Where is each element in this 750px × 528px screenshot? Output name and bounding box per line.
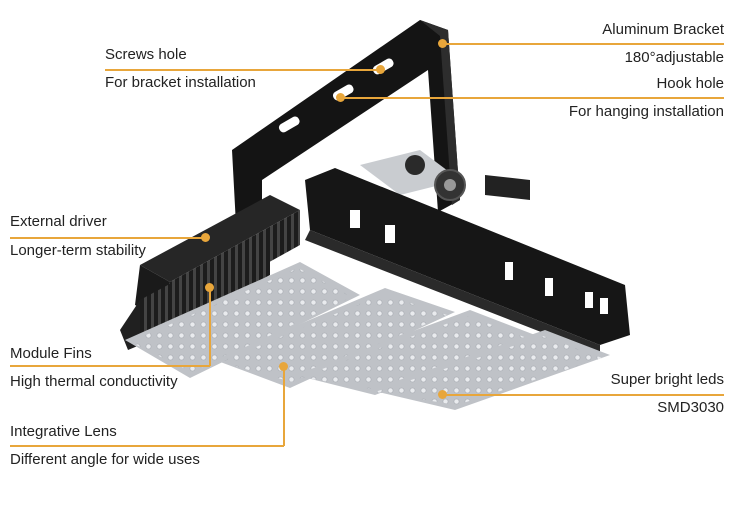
- super-bright-leds-leader: [442, 394, 724, 396]
- integrative-lens-leader-v: [283, 366, 285, 446]
- integrative-lens-modules: [125, 262, 610, 410]
- module-fins-leader-h: [10, 365, 210, 367]
- aluminum-bracket-marker: [438, 39, 447, 48]
- super-bright-leds-marker: [438, 390, 447, 399]
- integrative-lens-marker: [279, 362, 288, 371]
- integrative-lens-title: Integrative Lens: [10, 423, 117, 440]
- aluminum-bracket-title: Aluminum Bracket: [602, 21, 724, 38]
- integrative-lens-detail: Different angle for wide uses: [10, 451, 200, 468]
- aluminum-bracket-detail: 180°adjustable: [624, 49, 724, 66]
- aluminum-bracket-leader: [442, 43, 724, 45]
- external-driver-detail: Longer-term stability: [10, 242, 146, 259]
- module-fins-detail: High thermal conductivity: [10, 373, 178, 390]
- module-fins-leader-v: [209, 287, 211, 366]
- hook-hole-detail: For hanging installation: [568, 103, 724, 120]
- hook-hole-title: Hook hole: [656, 75, 724, 92]
- screws-hole-title: Screws hole: [105, 46, 187, 63]
- screws-hole-leader: [105, 69, 383, 71]
- external-driver-title: External driver: [10, 213, 107, 230]
- hook-hole-leader: [340, 97, 724, 99]
- integrative-lens-leader-h: [10, 445, 284, 447]
- super-bright-leds-title: Super bright leds: [610, 371, 724, 388]
- super-bright-leds-detail: SMD3030: [657, 399, 724, 416]
- external-driver-marker: [201, 233, 210, 242]
- module-fins-marker: [205, 283, 214, 292]
- housing-shape: [305, 155, 630, 355]
- module-fins-title: Module Fins: [10, 345, 92, 362]
- external-driver-leader: [10, 237, 206, 239]
- hook-hole-marker: [336, 93, 345, 102]
- screws-hole-detail: For bracket installation: [105, 74, 256, 91]
- screws-hole-marker: [376, 65, 385, 74]
